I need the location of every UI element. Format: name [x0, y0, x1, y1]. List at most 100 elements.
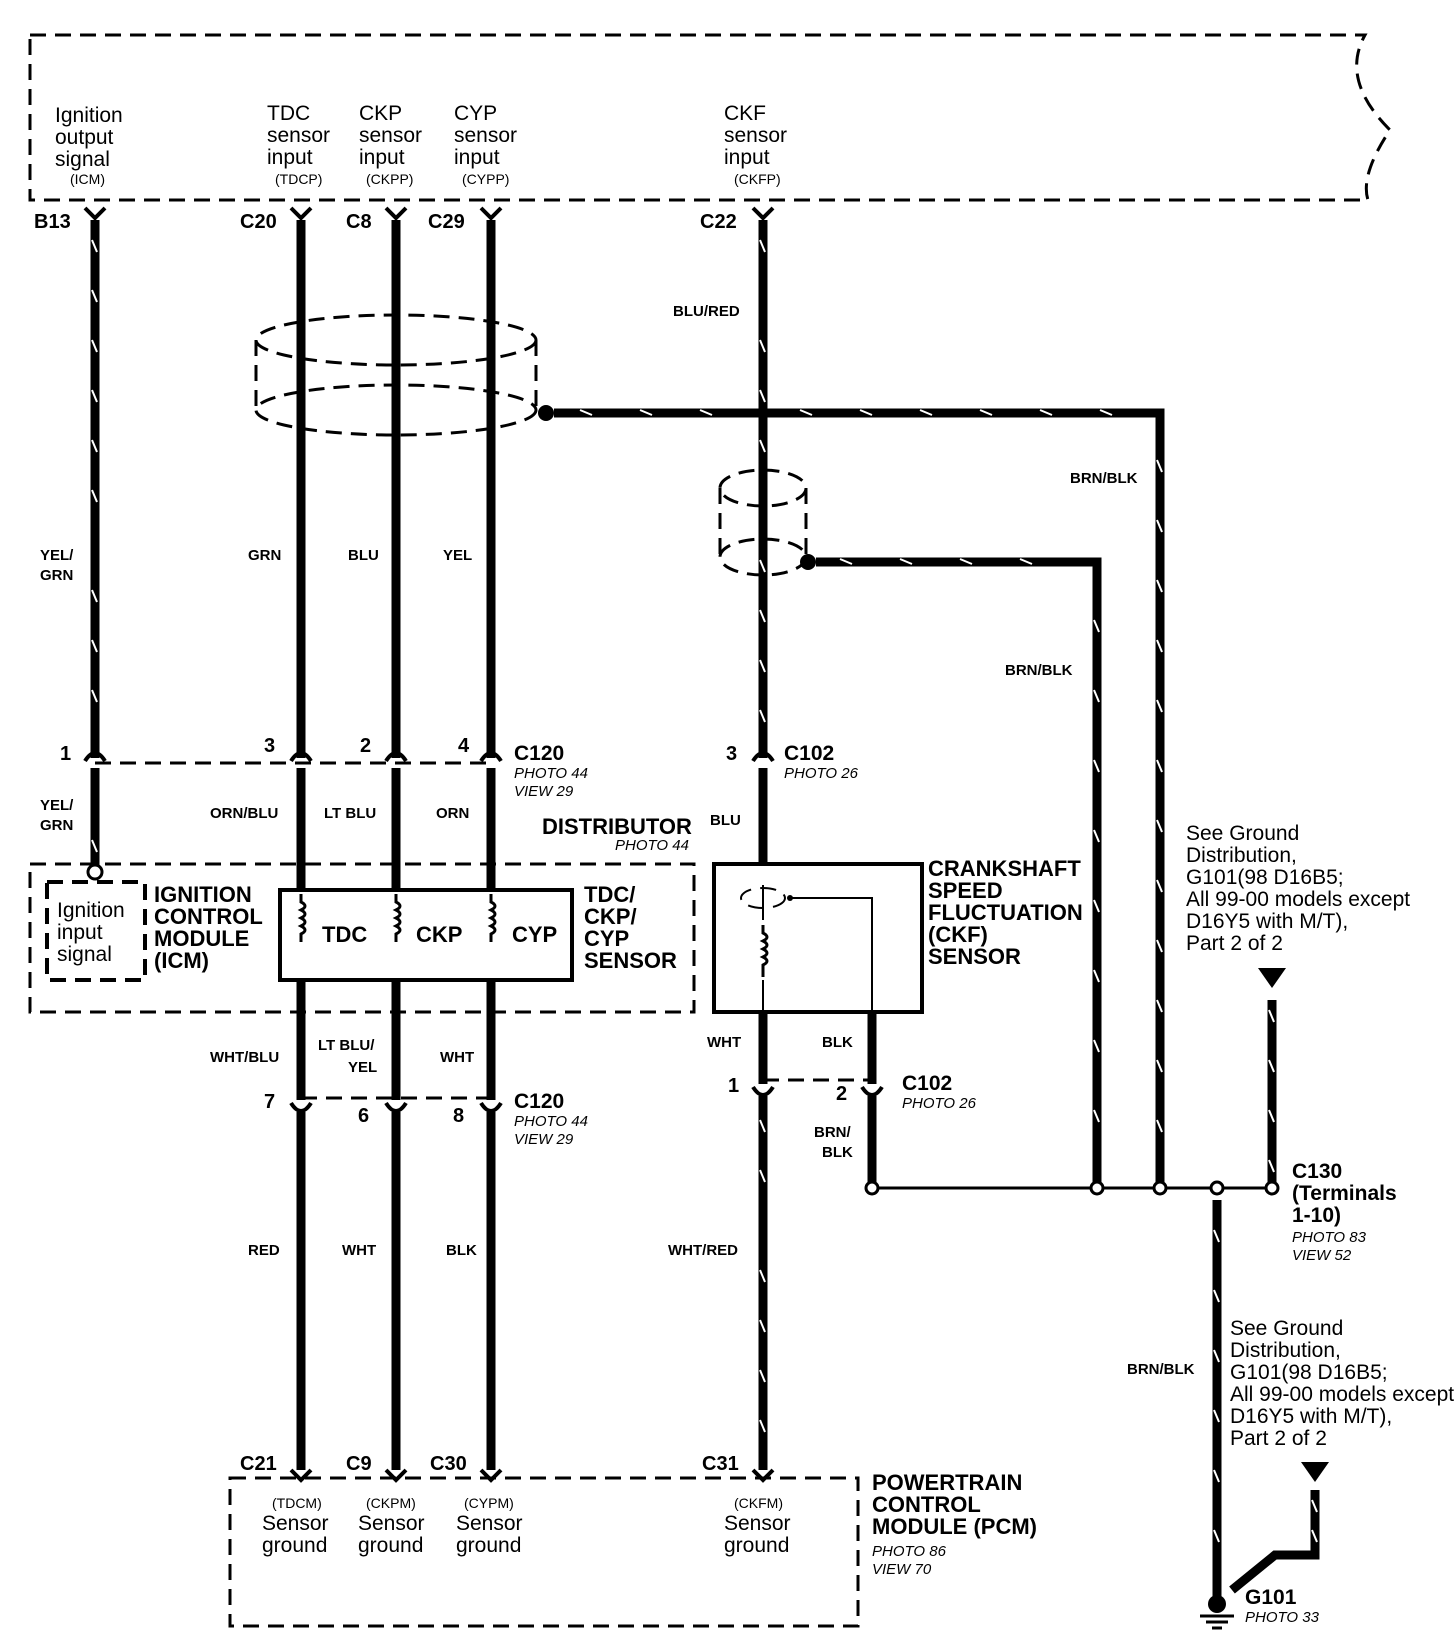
icm-label-line: IGNITION	[154, 882, 252, 907]
c102-bottom-photo: PHOTO 26	[902, 1095, 977, 1112]
c130-photo: PHOTO 83	[1292, 1229, 1367, 1246]
distributor-photo: PHOTO 44	[615, 837, 689, 854]
pcm-bottom-box	[228, 1476, 860, 1628]
pcm-bottom-abbr-ckpm: (CKPM)	[366, 1495, 416, 1511]
svg-text:CONTROL: CONTROL	[872, 1492, 981, 1517]
wire-color-tdc-mid: ORN/BLU	[210, 805, 278, 822]
c120-bottom-pin-6: 6	[358, 1105, 369, 1127]
c130-name-line: 1-10)	[1292, 1204, 1341, 1227]
signal-name-line: output	[55, 126, 114, 149]
c102-gnd-wire-line: BRN/	[814, 1124, 851, 1141]
pcm-bottom-abbr-cypm: (CYPM)	[464, 1495, 514, 1511]
svg-text:D16Y5 with M/T),: D16Y5 with M/T),	[1230, 1405, 1392, 1428]
c120-top-pins	[83, 751, 775, 763]
pcm-bottom-abbr-ckfm: (CKFM)	[734, 1495, 783, 1511]
signal-name-line: input	[267, 146, 313, 169]
wire-color-ckp-lower-line: LT BLU/	[318, 1037, 375, 1054]
wire-color-tdc-upper: GRN	[248, 547, 281, 564]
c102-top-name: C102	[784, 742, 834, 765]
pin-c21: C21	[240, 1453, 277, 1475]
signal-name-line: sensor	[267, 124, 330, 147]
pin-b13: B13	[34, 211, 71, 233]
ground-ref-bottom: See Ground Distribution, G101(98 D16B5; …	[1230, 1317, 1454, 1450]
coil-tdc: TDC	[322, 922, 367, 947]
svg-text:Sensor: Sensor	[724, 1512, 791, 1535]
wire-shield-main-drain	[554, 408, 1165, 1188]
g101-ground-symbol	[1200, 1595, 1234, 1630]
wire-color-icm-upper-line: GRN	[40, 567, 73, 584]
signal-abbr: (CYPP)	[462, 171, 509, 187]
c102-bottom-name: C102	[902, 1072, 952, 1095]
c120-top-pin-1: 1	[60, 743, 71, 765]
signal-cyp: CYP sensor input (CYPP)	[454, 102, 517, 187]
wire-color-tdc-bottom: RED	[248, 1242, 280, 1259]
g101-name: G101	[1245, 1586, 1297, 1609]
icm-input-line: input	[57, 921, 103, 944]
c102-bottom-pin-2: 2	[836, 1083, 847, 1105]
svg-text:All 99-00 models except: All 99-00 models except	[1230, 1383, 1454, 1406]
wire-color-shield1: BRN/BLK	[1070, 470, 1138, 487]
pcm-view: VIEW 70	[872, 1561, 932, 1578]
shield-main	[254, 313, 554, 437]
ckf-sensor-internals	[740, 885, 873, 1012]
svg-text:G101(98 D16B5;: G101(98 D16B5;	[1186, 866, 1344, 889]
wire-color-icm-mid-line: YEL/	[40, 797, 74, 814]
signal-abbr: (ICM)	[70, 171, 105, 187]
svg-text:G101(98 D16B5;: G101(98 D16B5;	[1230, 1361, 1388, 1384]
wire-color-cyp-upper: YEL	[443, 547, 472, 564]
wire-color-ckf-upper: BLU/RED	[673, 303, 740, 320]
c130-name-line: (Terminals	[1292, 1182, 1397, 1205]
signal-name-line: sensor	[454, 124, 517, 147]
shield-ckf	[718, 468, 816, 577]
svg-text:Distribution,: Distribution,	[1230, 1339, 1341, 1362]
signal-name-line: sensor	[724, 124, 787, 147]
signal-name-line: CYP	[454, 102, 497, 125]
svg-text:Part 2 of 2: Part 2 of 2	[1230, 1427, 1327, 1450]
svg-text:All 99-00 models except: All 99-00 models except	[1186, 888, 1410, 911]
signal-tdc: TDC sensor input (TDCP)	[267, 102, 330, 187]
signal-name-line: input	[724, 146, 770, 169]
signal-name-line: Ignition	[55, 104, 123, 127]
coil-cyp: CYP	[512, 922, 557, 947]
signal-name-line: TDC	[267, 102, 310, 125]
svg-text:Distribution,: Distribution,	[1186, 844, 1297, 867]
sensor-coils	[297, 894, 497, 942]
wire-stripes	[91, 239, 766, 1433]
svg-text:POWERTRAIN: POWERTRAIN	[872, 1470, 1022, 1495]
wire-color-ckp-upper: BLU	[348, 547, 379, 564]
signal-icm: Ignition output signal (ICM)	[55, 104, 123, 187]
pin-c8: C8	[346, 211, 372, 233]
c120-top-pin-2: 2	[360, 735, 371, 757]
pin-c31: C31	[702, 1453, 739, 1475]
wire-g101-tap	[1229, 1490, 1320, 1594]
c130-view: VIEW 52	[1292, 1247, 1352, 1264]
svg-text:ground: ground	[456, 1534, 521, 1557]
signal-ckp: CKP sensor input (CKPP)	[359, 102, 422, 187]
signal-name-line: signal	[55, 148, 110, 171]
pcm-top-box	[28, 33, 1392, 202]
svg-text:ground: ground	[262, 1534, 327, 1557]
c120-top-name: C120	[514, 742, 564, 765]
signal-ckf: CKF sensor input (CKFP)	[724, 102, 787, 187]
signal-name-line: CKF	[724, 102, 766, 125]
wire-color-cyp-mid: ORN	[436, 805, 469, 822]
c130-name-line: C130	[1292, 1160, 1342, 1183]
wire-color-ckp-lower-line: YEL	[348, 1059, 377, 1076]
c120-bottom-pin-8: 8	[453, 1105, 464, 1127]
wire-color-cyp-bottom: BLK	[446, 1242, 477, 1259]
ckf-label-line: CRANKSHAFT	[928, 856, 1081, 881]
icm-input-line: signal	[57, 943, 112, 966]
wire-color-ckf-mid: BLU	[710, 812, 741, 829]
ground-ref-top: See Ground Distribution, G101(98 D16B5; …	[1186, 822, 1410, 955]
wire-color-ground: BRN/BLK	[1127, 1361, 1195, 1378]
signal-name-line: input	[454, 146, 500, 169]
sensor-label-line: TDC/	[584, 882, 635, 907]
signal-name-line: sensor	[359, 124, 422, 147]
sensor-label-line: SENSOR	[584, 948, 677, 973]
c120-top-photo: PHOTO 44	[514, 765, 588, 782]
svg-text:Sensor: Sensor	[262, 1512, 329, 1535]
ground-ref-arrow-top	[1258, 968, 1286, 988]
ground-ref-arrow-bottom	[1301, 1462, 1329, 1482]
icm-label-line: MODULE	[154, 926, 249, 951]
